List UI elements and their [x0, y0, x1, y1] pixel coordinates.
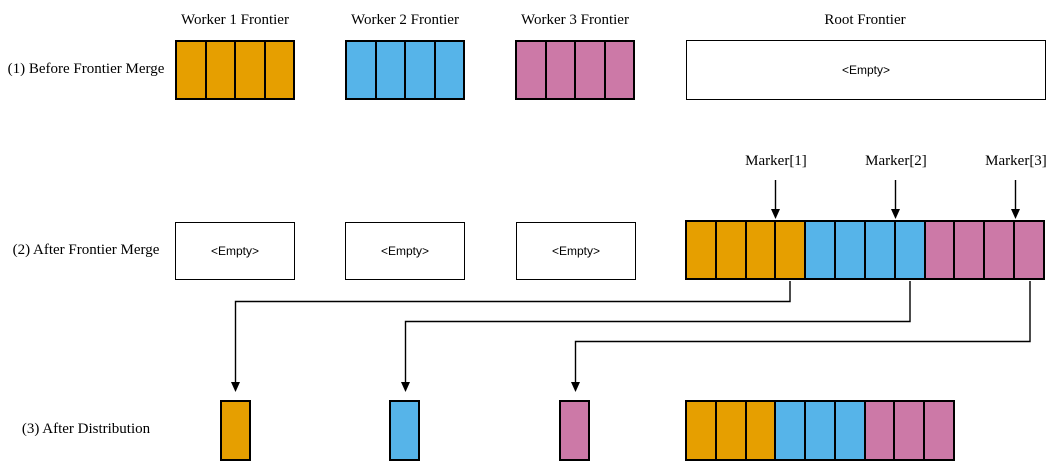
distribution-arrow-worker2 — [401, 281, 911, 392]
frontier-cell-worker2 — [806, 402, 836, 459]
frontier-cell-worker1 — [716, 222, 747, 278]
root-frontier-title: Root Frontier — [824, 12, 906, 28]
frontier-cell-worker2 — [406, 42, 436, 98]
marker-1-label: Marker[1] — [745, 153, 807, 169]
frontier-cell-worker3 — [895, 402, 926, 459]
frontier-cell-worker2 — [895, 222, 926, 278]
frontier-cell-worker3 — [1015, 222, 1043, 278]
worker3-frontier-title: Worker 3 Frontier — [521, 12, 629, 28]
worker3-frontier-box-merged: <Empty> — [516, 222, 636, 280]
frontier-cell-worker3 — [985, 222, 1016, 278]
worker1-distributed-cell — [220, 400, 251, 461]
frontier-cell-worker3 — [605, 42, 633, 98]
worker2-frontier-title: Worker 2 Frontier — [351, 12, 459, 28]
root-frontier-box-before: <Empty> — [686, 40, 1046, 100]
frontier-cell-worker1 — [206, 42, 236, 98]
row-label-before-merge: (1) Before Frontier Merge — [7, 61, 165, 77]
worker3-distributed-cell — [559, 400, 590, 461]
worker2-frontier-box-merged: <Empty> — [345, 222, 465, 280]
frontier-cell-worker1 — [236, 42, 266, 98]
worker3-frontier-box-before — [515, 40, 635, 100]
marker-2-label: Marker[2] — [865, 153, 927, 169]
frontier-cell-worker1 — [177, 42, 207, 98]
frontier-cell-worker2 — [806, 222, 837, 278]
worker2-distributed-cell — [389, 400, 420, 461]
frontier-cell-worker2 — [435, 42, 463, 98]
frontier-cell-worker3 — [517, 42, 547, 98]
frontier-cell-worker3 — [925, 402, 954, 459]
worker1-frontier-box-before — [175, 40, 295, 100]
frontier-cell-worker2 — [376, 42, 406, 98]
marker-3-arrow — [1011, 180, 1020, 219]
frontier-cell-worker1 — [776, 222, 807, 278]
worker1-frontier-title: Worker 1 Frontier — [181, 12, 289, 28]
row-label-after-distribution: (3) After Distribution — [21, 421, 151, 437]
frontier-cell-worker2 — [835, 402, 866, 459]
empty-text: <Empty> — [841, 63, 891, 77]
frontier-cell-worker3 — [576, 42, 606, 98]
root-frontier-box-merged — [685, 220, 1045, 280]
empty-text: <Empty> — [380, 244, 430, 258]
frontier-cell-worker2 — [776, 402, 807, 459]
marker-3-label: Marker[3] — [985, 153, 1047, 169]
marker-2-arrow — [891, 180, 900, 219]
frontier-cell-worker2 — [347, 42, 377, 98]
frontier-cell-worker1 — [222, 402, 249, 459]
row-label-after-merge: (2) After Frontier Merge — [12, 242, 160, 258]
marker-1-arrow — [771, 180, 780, 219]
frontier-cell-worker1 — [746, 402, 777, 459]
frontier-cell-worker1 — [746, 222, 777, 278]
frontier-cell-worker1 — [687, 402, 717, 459]
frontier-cell-worker3 — [546, 42, 576, 98]
frontier-cell-worker3 — [561, 402, 588, 459]
empty-text: <Empty> — [210, 244, 260, 258]
root-frontier-box-distributed — [685, 400, 955, 461]
frontier-cell-worker1 — [265, 42, 293, 98]
worker2-frontier-box-before — [345, 40, 465, 100]
frontier-cell-worker3 — [955, 222, 986, 278]
empty-text: <Empty> — [551, 244, 601, 258]
frontier-cell-worker3 — [925, 222, 956, 278]
frontier-cell-worker3 — [865, 402, 896, 459]
frontier-cell-worker1 — [716, 402, 747, 459]
distribution-arrow-worker3 — [571, 281, 1031, 392]
distribution-arrow-worker1 — [231, 281, 791, 392]
frontier-cell-worker2 — [865, 222, 896, 278]
frontier-cell-worker1 — [687, 222, 717, 278]
worker1-frontier-box-merged: <Empty> — [175, 222, 295, 280]
frontier-cell-worker2 — [836, 222, 866, 278]
frontier-cell-worker2 — [391, 402, 418, 459]
